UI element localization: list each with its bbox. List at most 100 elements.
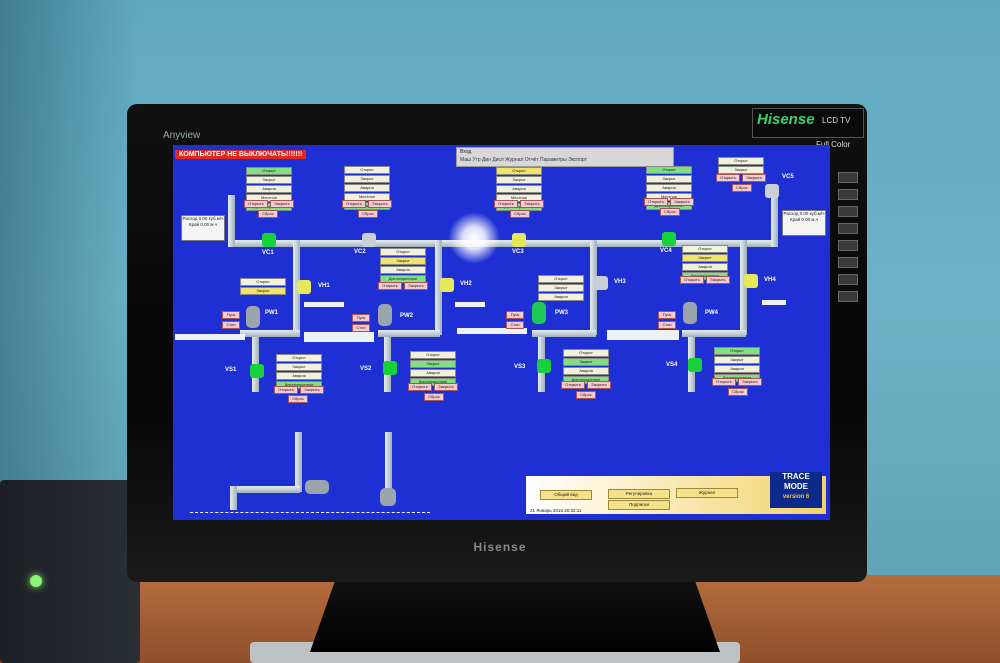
panel-row: Авария	[714, 365, 760, 373]
close-button[interactable]: Закрыть	[520, 200, 544, 208]
feature-icon	[838, 206, 858, 217]
panel-row: Закрыт	[240, 287, 286, 295]
full-color-label: Full Color	[816, 140, 851, 149]
valve-vs1-icon[interactable]	[250, 364, 264, 378]
open-button[interactable]: Открыть	[408, 383, 432, 391]
feature-icon	[838, 189, 858, 200]
close-button[interactable]: Закрыть	[404, 282, 428, 290]
reset-button[interactable]: Сброс	[288, 395, 308, 403]
valve-vh2-icon[interactable]	[440, 278, 454, 292]
reset-button[interactable]: Сброс	[358, 210, 378, 218]
open-button[interactable]: Открыть	[274, 386, 298, 394]
close-button[interactable]: Закрыть	[270, 200, 294, 208]
level-bar-4	[607, 330, 679, 340]
tank-pump-icon[interactable]	[305, 480, 329, 494]
tracemode-version: version 6	[782, 494, 810, 500]
pump-pw1-icon[interactable]	[246, 306, 260, 328]
reset-button[interactable]: Сброс	[510, 210, 530, 218]
close-button[interactable]: Закрыть	[706, 276, 730, 284]
pump-pw3-icon[interactable]	[532, 302, 546, 324]
open-button[interactable]: Открыть	[561, 381, 585, 389]
dialog-menu[interactable]: Маш Утр Дин Дисп Журнал Отчёт Параметры …	[460, 157, 587, 163]
close-button[interactable]: Закрыть	[587, 381, 611, 389]
panel-row: Открыт	[563, 349, 609, 357]
reset-button[interactable]: Сброс	[732, 184, 752, 192]
valve-vs2-label: VS2	[360, 366, 372, 372]
open-button[interactable]: Открыть	[378, 282, 402, 290]
login-dialog[interactable]	[456, 147, 674, 167]
panel-row: Закрыт	[496, 176, 542, 184]
pump-pw4-icon[interactable]	[683, 302, 697, 324]
valve-vh3-label: VH3	[614, 279, 626, 285]
panel-row: Закрыт	[410, 360, 456, 368]
pump-start-button[interactable]: Пуск	[352, 314, 370, 322]
journal-button[interactable]: Журнал	[676, 488, 738, 498]
status-panel-vs2: Открыт Закрыт Авария Дистанционное	[410, 351, 456, 387]
open-button[interactable]: Открыть	[644, 198, 668, 206]
valve-vs4-icon[interactable]	[688, 358, 702, 372]
pump-stop-button[interactable]: Стоп	[658, 321, 676, 329]
valve-vs3-icon[interactable]	[537, 359, 551, 373]
valve-vs1-label: VS1	[225, 367, 237, 373]
open-button[interactable]: Открыть	[680, 276, 704, 284]
reset-button[interactable]: Сброс	[660, 208, 680, 216]
tracemode-logo: TRACE MODE version 6	[770, 472, 822, 508]
pipe-branch-4	[740, 240, 747, 335]
pump-stop-button[interactable]: Стоп	[222, 321, 240, 329]
valve-vh1-icon[interactable]	[297, 280, 311, 294]
pipe-right-riser	[771, 185, 778, 247]
open-button[interactable]: Открыть	[342, 200, 366, 208]
regulation-button[interactable]: Регулировка	[608, 489, 670, 499]
panel-row: Закрыт	[714, 356, 760, 364]
reset-button[interactable]: Сброс	[576, 391, 596, 399]
open-button[interactable]: Открыть	[244, 200, 268, 208]
tracemode-title: TRACE MODE	[782, 472, 810, 491]
open-button[interactable]: Открыть	[716, 174, 740, 182]
reset-button[interactable]: Сброс	[258, 210, 278, 218]
pipe-pump-1	[252, 330, 259, 392]
flow-readout-left: Расход 0.00 куб.м/ч Край 0.00 м.ч	[181, 215, 225, 241]
valve-vs2-icon[interactable]	[383, 361, 397, 375]
pump-start-button[interactable]: Пуск	[506, 311, 524, 319]
anyview-label: Anyview	[163, 130, 201, 141]
valve-vc2-icon[interactable]	[362, 233, 376, 247]
pump-pw2-icon[interactable]	[378, 304, 392, 326]
valve-vc1-icon[interactable]	[262, 233, 276, 247]
pump-stop-button[interactable]: Стоп	[506, 321, 524, 329]
close-button[interactable]: Закрыть	[670, 198, 694, 206]
pump-stop-button[interactable]: Стоп	[352, 324, 370, 332]
reset-button[interactable]: Сброс	[728, 388, 748, 396]
valve-vh3-icon[interactable]	[594, 276, 608, 290]
pipe-branch-3	[590, 240, 597, 335]
close-button[interactable]: Закрыть	[368, 200, 392, 208]
pipe-link-3	[532, 330, 596, 337]
valve-vh4-icon[interactable]	[744, 274, 758, 288]
panel-row: Авария	[646, 184, 692, 192]
pump-start-button[interactable]: Пуск	[222, 311, 240, 319]
reset-button[interactable]: Сброс	[424, 393, 444, 401]
panel-row: Авария	[380, 266, 426, 274]
pump-start-button[interactable]: Пуск	[658, 311, 676, 319]
close-button[interactable]: Закрыть	[434, 383, 458, 391]
panel-row: Местное	[344, 193, 390, 201]
overview-button[interactable]: Общий вид	[540, 490, 592, 500]
valve-vc3-icon[interactable]	[512, 233, 526, 247]
valve-vc5-icon[interactable]	[765, 184, 779, 198]
feature-icon	[838, 240, 858, 251]
valve-vc4-icon[interactable]	[662, 232, 676, 246]
valve-vs3-label: VS3	[514, 364, 526, 370]
close-button[interactable]: Закрыть	[300, 386, 324, 394]
panel-row: Закрыт	[246, 176, 292, 184]
panel-row: Дистанционное	[380, 275, 426, 283]
panel-row: Авария	[246, 185, 292, 193]
panel-row: Закрыт	[718, 166, 764, 174]
open-button[interactable]: Открыть	[712, 378, 736, 386]
tank-pump-2-icon[interactable]	[380, 488, 396, 506]
open-button[interactable]: Открыть	[494, 200, 518, 208]
panel-row: Авария	[276, 372, 322, 380]
close-button[interactable]: Закрыть	[742, 174, 766, 182]
status-panel-vs1: Открыт Закрыт Авария Дистанционное	[276, 354, 322, 390]
status-panel-vh1: Открыт Закрыт	[240, 278, 286, 296]
subscriptions-button[interactable]: Подписки	[608, 500, 670, 510]
close-button[interactable]: Закрыть	[738, 378, 762, 386]
